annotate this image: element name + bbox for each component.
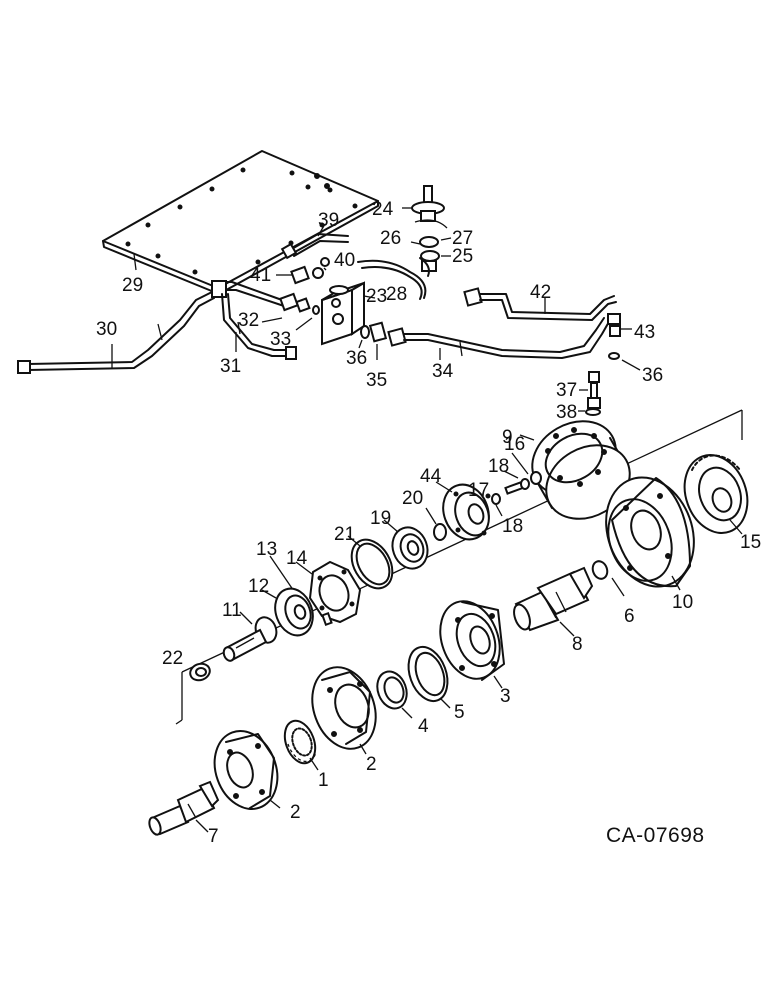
part-label-42: 42	[530, 282, 551, 303]
part-labels: 24 39 26 27 25 40 41 29 28 23 42 30 32 3…	[96, 199, 761, 847]
part-label-37: 37	[556, 380, 577, 401]
part-label-32: 32	[238, 310, 259, 331]
part-label-30: 30	[96, 319, 117, 340]
seal-20	[425, 507, 447, 541]
drawing-code: CA-07698	[606, 824, 705, 847]
part-label-1: 1	[318, 770, 329, 791]
part-label-24: 24	[372, 199, 394, 220]
gasket-14	[295, 560, 362, 624]
tube-31	[211, 280, 297, 360]
fitting-43	[607, 313, 632, 337]
part-label-44: 44	[420, 466, 442, 487]
washer-38	[578, 408, 601, 416]
part-label-26: 26	[380, 228, 401, 249]
part-label-13: 13	[256, 539, 277, 560]
bearing-4	[376, 670, 413, 719]
part-label-29: 29	[122, 275, 143, 296]
part-label-6: 6	[624, 606, 635, 627]
part-label-3: 3	[500, 686, 511, 707]
part-label-4: 4	[418, 716, 429, 737]
part-label-8: 8	[572, 634, 583, 655]
part-label-25: 25	[452, 246, 473, 267]
ring-5	[407, 645, 451, 709]
cover-44	[435, 481, 491, 541]
part-label-7: 7	[208, 826, 219, 847]
fitting-37	[579, 371, 601, 409]
oring-36a	[358, 325, 370, 349]
part-label-18-upper: 18	[488, 456, 509, 477]
part-label-41: 41	[250, 265, 271, 286]
part-label-16: 16	[504, 434, 525, 455]
valve-block-23	[321, 281, 376, 346]
tube-34	[387, 317, 611, 360]
gear-1	[283, 719, 319, 771]
carrier-2-upper	[311, 666, 377, 755]
part-label-9: 9	[502, 427, 513, 448]
part-label-14: 14	[286, 548, 308, 569]
bolt-24	[402, 185, 445, 222]
bolt-17	[503, 452, 542, 495]
part-label-31: 31	[220, 356, 241, 377]
fitting-41	[276, 265, 324, 285]
plate-12	[261, 587, 314, 637]
tube-42	[463, 287, 617, 321]
part-label-10: 10	[672, 592, 693, 613]
part-label-36-lower: 36	[642, 365, 663, 386]
part-label-11: 11	[222, 600, 242, 621]
fitting-40	[320, 257, 330, 271]
part-label-5: 5	[454, 702, 465, 723]
bearing-19	[383, 519, 429, 570]
tube-30	[17, 291, 215, 374]
part-label-2-lower: 2	[290, 802, 301, 823]
housing-9	[519, 420, 631, 520]
part-label-40: 40	[334, 250, 355, 271]
part-label-17: 17	[468, 480, 489, 501]
part-label-36-upper: 36	[346, 348, 367, 369]
part-label-23: 23	[366, 286, 387, 307]
fitting-32	[261, 292, 311, 323]
tube-28	[357, 257, 430, 300]
part-label-18-lower: 18	[502, 516, 523, 537]
part-label-21: 21	[334, 524, 355, 545]
part-label-35: 35	[366, 370, 387, 391]
part-label-43: 43	[634, 322, 655, 343]
part-label-15: 15	[740, 532, 761, 553]
part-label-28: 28	[386, 284, 407, 305]
splined-shaft-7	[148, 780, 220, 836]
washer-18b	[491, 493, 503, 517]
ring-21	[347, 535, 394, 590]
part-label-27: 27	[452, 228, 473, 249]
part-label-2-upper: 2	[366, 754, 377, 775]
part-label-34: 34	[432, 361, 454, 382]
ring-6	[591, 560, 625, 597]
part-label-22: 22	[162, 648, 183, 669]
part-label-33: 33	[270, 329, 291, 350]
connector-35	[368, 321, 388, 360]
oring-36b	[608, 352, 641, 371]
part-label-20: 20	[402, 488, 423, 509]
splined-shaft-8	[513, 566, 594, 637]
washer-22	[189, 662, 211, 682]
carrier-2-lower	[213, 730, 281, 810]
oring-33	[295, 305, 320, 331]
gear-15	[683, 454, 749, 535]
part-label-19: 19	[370, 508, 391, 529]
gear-shaft-11	[222, 611, 278, 662]
part-label-38: 38	[556, 402, 577, 423]
seal-26-27-25	[410, 219, 452, 272]
part-label-12: 12	[248, 576, 269, 597]
tube-39	[280, 223, 349, 260]
housing-3	[439, 600, 505, 689]
part-label-39: 39	[318, 210, 339, 231]
housing-10	[605, 476, 695, 591]
